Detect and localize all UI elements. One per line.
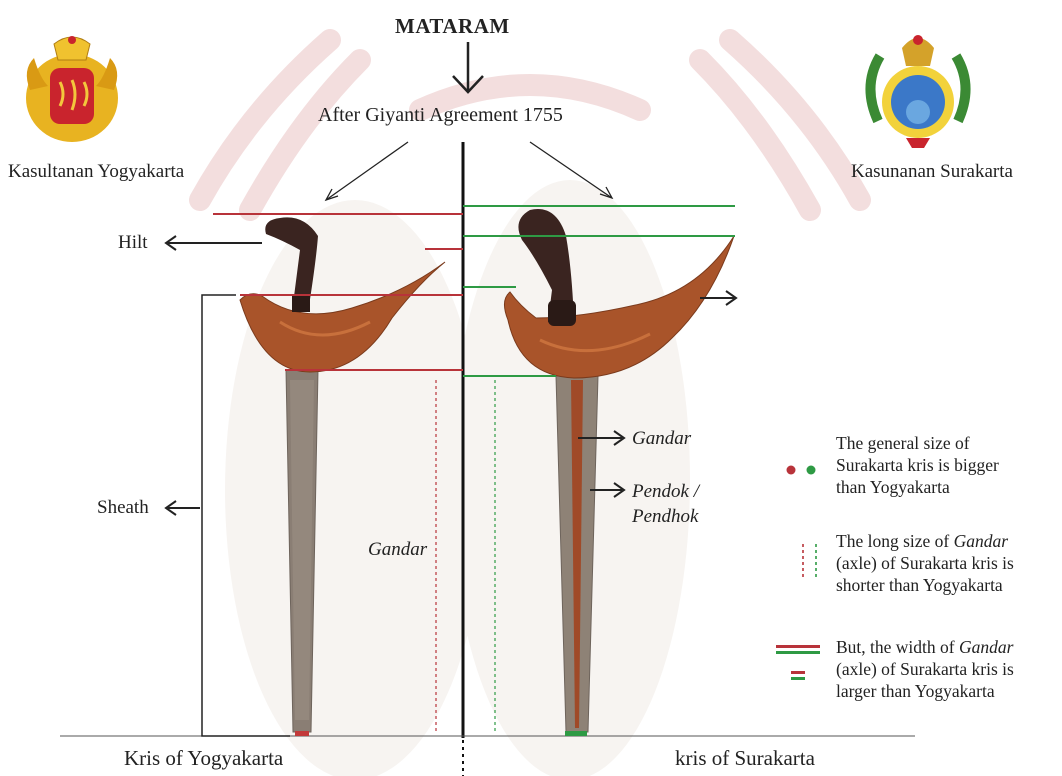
caption-surakarta: kris of Surakarta (675, 746, 815, 771)
legend-line: larger than Yogyakarta (836, 680, 1014, 702)
red-measure-lines (213, 214, 463, 732)
legend-line: (axle) of Surakarta kris is (836, 658, 1014, 680)
legend-item-size: The general size of Surakarta kris is bi… (836, 432, 999, 498)
red-green-bars-icon (776, 645, 820, 680)
diagonal-arrows (326, 142, 612, 200)
kris-surakarta (504, 209, 734, 736)
legend-line: than Yogyakarta (836, 476, 999, 498)
legend-line: Surakarta kris is bigger (836, 454, 999, 476)
legend-line: The long size of Gandar (836, 530, 1014, 552)
legend-line: The general size of (836, 432, 999, 454)
hilt-arrow (166, 236, 262, 250)
legend-line: But, the width of Gandar (836, 636, 1014, 658)
legend-item-length: The long size of Gandar (axle) of Suraka… (836, 530, 1014, 596)
hilt-label: Hilt (118, 232, 148, 254)
pendok-label-line2: Pendhok (632, 506, 698, 528)
red-green-dots-icon (787, 466, 816, 475)
sheath-label: Sheath (97, 497, 149, 519)
legend-line: shorter than Yogyakarta (836, 574, 1014, 596)
legend-item-width: But, the width of Gandar (axle) of Surak… (836, 636, 1014, 702)
red-green-dashed-lines-icon (803, 544, 816, 578)
caption-yogyakarta: Kris of Yogyakarta (124, 746, 283, 771)
gandar-label-left: Gandar (368, 539, 427, 561)
pendok-label-line1: Pendok / (632, 481, 699, 503)
gandar-label-right: Gandar (632, 428, 691, 450)
sheath-arrow (166, 501, 200, 515)
legend-line: (axle) of Surakarta kris is (836, 552, 1014, 574)
